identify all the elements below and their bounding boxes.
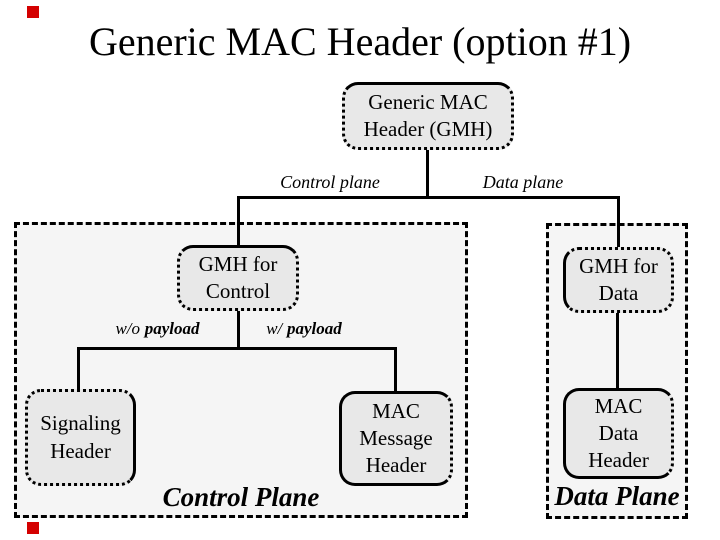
page-title: Generic MAC Header (option #1) [88, 19, 632, 64]
generic-mac-header-line1: Generic MAC [368, 89, 488, 114]
mac-data-header-line1: MAC [594, 393, 643, 418]
mac-data-header-line2: Data [598, 420, 639, 445]
connector-branch-horizontal [237, 196, 620, 199]
control-plane-branch-label: Control plane [255, 172, 405, 193]
red-square-marker-top [27, 6, 39, 18]
mac-data-header-node: MAC Data Header [563, 388, 674, 479]
mac-message-header-node: MAC Message Header [339, 391, 453, 486]
connector-signaling-down [77, 347, 80, 390]
data-plane-branch-text: Data plane [482, 172, 564, 192]
connector-root-down [426, 149, 429, 198]
control-plane-caption: Control Plane [14, 482, 468, 513]
gmh-for-control-line1: GMH for [198, 251, 278, 276]
gmh-for-control-node: GMH for Control [177, 245, 299, 311]
without-payload-prefix: w/o [115, 319, 141, 338]
gmh-for-control-line2: Control [205, 279, 271, 303]
mac-message-header-line2: Message [359, 425, 433, 450]
gmh-for-data-line1: GMH for [579, 253, 658, 278]
mac-message-header-line3: Header [365, 453, 427, 478]
red-square-marker-bottom [27, 522, 39, 534]
generic-mac-header-line2: Header (GMH) [363, 117, 493, 141]
connector-gmhdata-down [616, 311, 619, 390]
gmh-for-data-node: GMH for Data [563, 247, 674, 313]
data-plane-caption-text: Data Plane [554, 481, 680, 511]
connector-gmhcontrol-down [237, 309, 240, 349]
signaling-header-line2: Header [50, 438, 111, 463]
connector-control-down [237, 196, 240, 246]
connector-payload-horizontal [77, 347, 397, 350]
signaling-header-line1: Signaling [40, 411, 121, 436]
control-plane-branch-text: Control plane [280, 172, 380, 192]
connector-macmessage-down [394, 347, 397, 393]
mac-message-header-line1: MAC [372, 398, 420, 423]
with-payload-prefix: w/ [266, 319, 283, 338]
with-payload-bold: payload [287, 319, 342, 338]
without-payload-bold: payload [144, 319, 200, 338]
data-plane-branch-label: Data plane [448, 172, 598, 193]
control-plane-caption-text: Control Plane [162, 482, 320, 512]
gmh-for-data-line2: Data [598, 281, 639, 305]
signaling-header-node: Signaling Header [25, 389, 136, 486]
with-payload-label: w/payload [249, 319, 359, 339]
connector-data-down [617, 196, 620, 249]
mac-data-header-line3: Header [588, 448, 649, 473]
generic-mac-header-node: Generic MAC Header (GMH) [342, 82, 514, 150]
data-plane-caption: Data Plane [546, 481, 688, 512]
